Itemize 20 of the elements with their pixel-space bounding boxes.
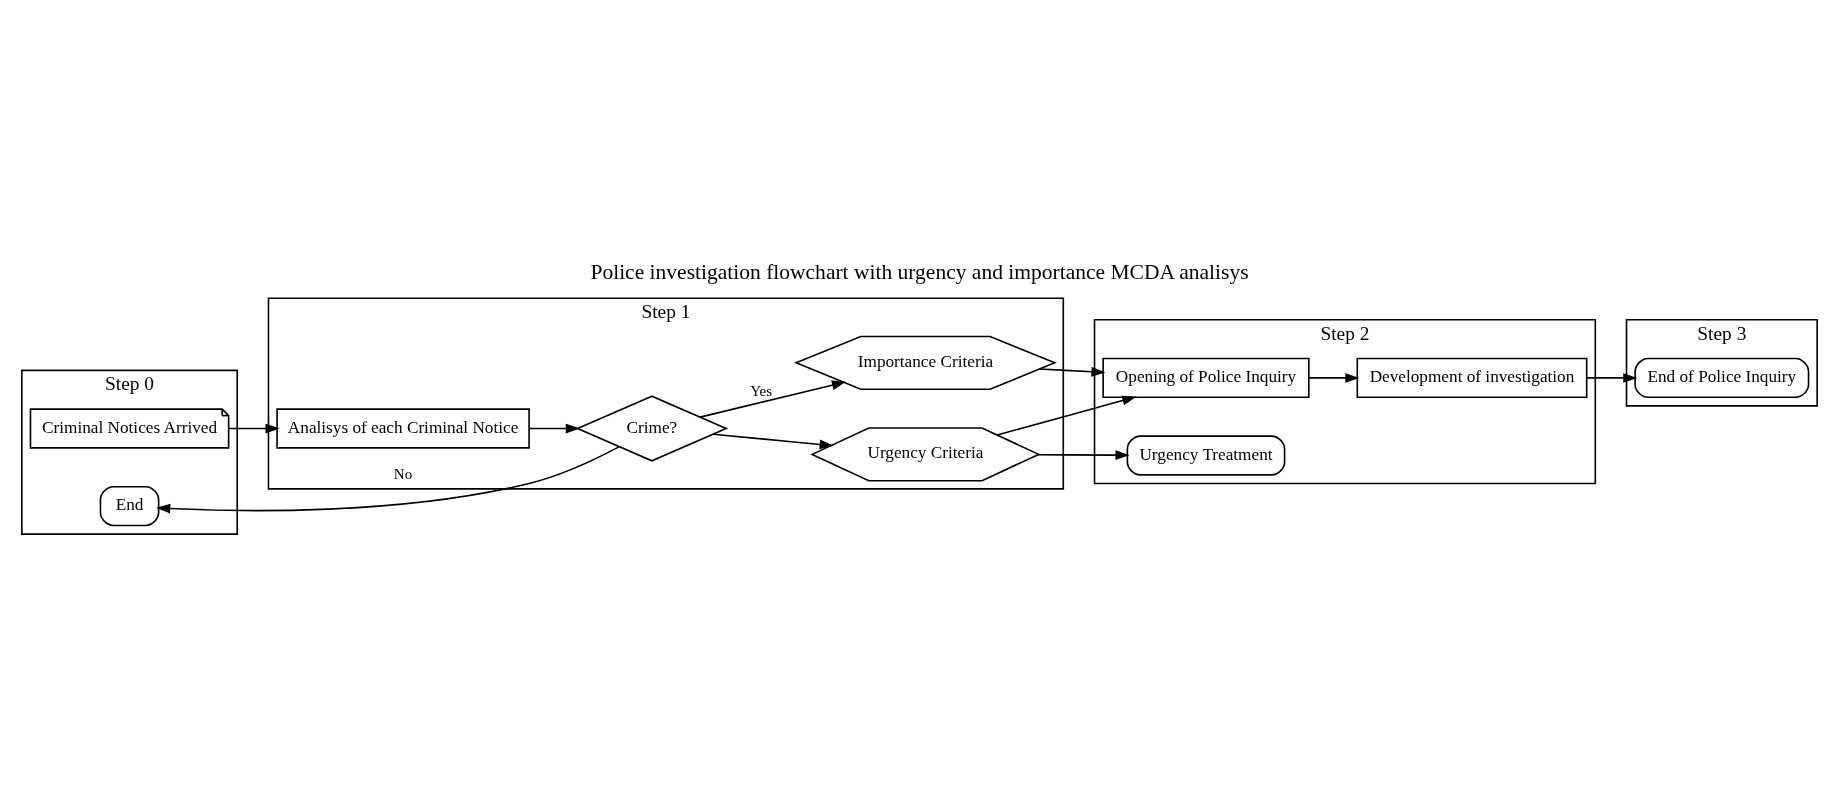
node-box: Urgency Treatment [1126, 434, 1286, 476]
node-box: Analisys of each Criminal Notice [276, 407, 530, 449]
arrow [1038, 366, 1106, 377]
arrow [156, 445, 620, 513]
arrow [699, 379, 846, 418]
arrow [1308, 372, 1360, 383]
edge-label: Yes [750, 382, 773, 399]
node-box: Opening of Police Inquiry [1102, 357, 1310, 398]
arrow [528, 423, 580, 433]
arrow [228, 423, 280, 433]
node-diamond: Crime? [575, 394, 729, 462]
node-box: End [99, 485, 160, 526]
edge-label: No [393, 465, 413, 482]
arrow [1037, 449, 1130, 460]
arrow [996, 395, 1137, 436]
arrow [712, 432, 834, 449]
node-box: Development of investigation [1356, 357, 1588, 398]
node-box: End of Police Inquiry [1634, 357, 1810, 398]
diagram-title: Police investigation flowchart with urgency and importance MCDA analisys [590, 259, 1249, 284]
arrow [1585, 372, 1638, 383]
